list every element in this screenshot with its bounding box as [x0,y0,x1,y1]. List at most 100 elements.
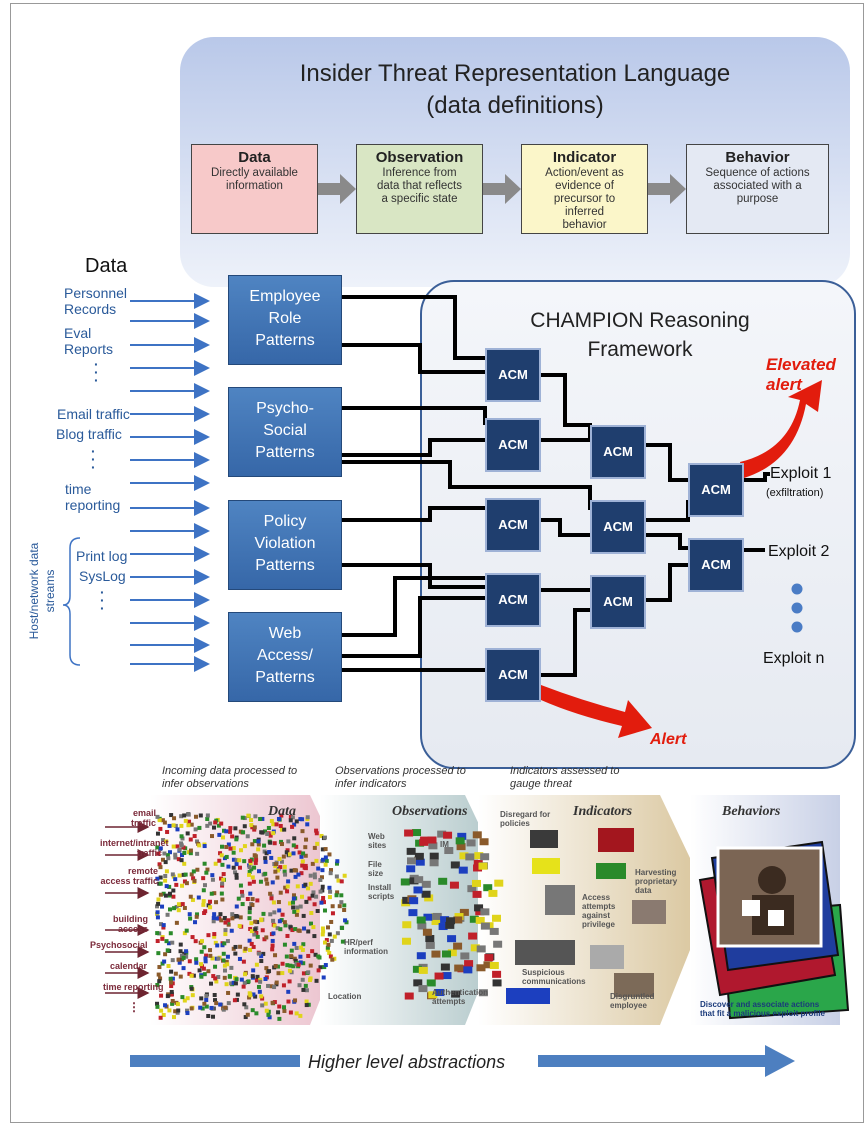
puzzle-piece [404,992,414,1000]
puzzle-piece [187,971,192,976]
puzzle-piece [255,934,260,939]
puzzle-piece [155,939,160,944]
puzzle-piece [182,931,187,936]
puzzle-piece [220,897,225,902]
puzzle-piece [290,824,295,829]
puzzle-piece [157,931,162,936]
puzzle-piece [278,865,283,870]
puzzle-piece [267,969,272,974]
puzzle-piece [286,999,291,1004]
puzzle-piece [163,952,168,957]
def-box-indicator: Indicator Action/event as evidence of pr… [521,144,648,234]
puzzle-piece [245,1012,250,1017]
puzzle-piece [239,848,244,853]
puzzle-piece [294,962,299,967]
behavior-cards [698,840,850,1020]
puzzle-piece [444,847,454,855]
puzzle-piece [288,818,293,823]
puzzle-piece [328,954,333,959]
puzzle-piece [242,859,247,864]
puzzle-piece [224,959,229,964]
puzzle-piece [301,942,306,947]
puzzle-piece [213,964,218,969]
def-box-observation: Observation Inference from data that ref… [356,144,483,234]
puzzle-piece [296,962,301,967]
pattern-policy-violation-l3: Patterns [255,557,315,574]
puzzle-piece [189,1006,194,1011]
puzzle-piece [467,885,477,893]
obs-web-sites: Web sites [368,832,387,850]
puzzle-piece [236,896,241,901]
puzzle-piece [292,868,297,873]
puzzle-piece [268,833,273,838]
puzzle-piece [247,906,252,911]
puzzle-piece [156,897,161,902]
puzzle-piece [282,1008,287,1013]
puzzle-piece [224,982,229,987]
puzzle-piece [451,990,461,998]
puzzle-piece [208,905,213,910]
puzzle-piece [269,819,274,824]
puzzle-piece [234,862,239,867]
puzzle-piece [189,822,194,827]
puzzle-piece [274,822,279,827]
puzzle-piece [178,949,183,954]
pattern-employee-role: Employee Role Patterns [228,275,342,365]
puzzle-piece [169,980,174,985]
puzzle-piece [259,959,264,964]
acm-node: ACM [590,575,646,629]
puzzle-piece [156,851,161,856]
champion-title: CHAMPION Reasoning Framework [530,309,750,361]
puzzle-piece [258,817,263,822]
puzzle-piece [158,881,163,886]
puzzle-piece [155,1001,160,1006]
puzzle-piece [191,869,196,874]
puzzle-piece [199,964,204,969]
puzzle-piece [304,988,309,993]
puzzle-piece [280,961,285,966]
acm-node: ACM [485,648,541,702]
puzzle-piece [197,825,202,830]
puzzle-piece [263,1001,268,1006]
puzzle-piece [285,848,290,853]
puzzle-piece [200,1006,205,1011]
puzzle-piece [400,878,410,886]
puzzle-piece [480,908,490,916]
puzzle-piece [322,908,327,913]
puzzle-piece [213,820,218,825]
puzzle-piece [187,912,192,917]
puzzle-piece [213,998,218,1003]
puzzle-piece [491,914,501,922]
puzzle-piece [282,869,287,874]
puzzle-piece [455,837,465,845]
puzzle-piece [297,983,302,988]
acm-node: ACM [485,348,541,402]
abstraction-bar-left [130,1055,300,1067]
puzzle-piece [259,954,264,959]
puzzle-piece [291,843,296,848]
puzzle-piece [277,1016,282,1021]
puzzle-piece [321,895,326,900]
puzzle-piece [316,968,321,973]
puzzle-piece [266,983,271,988]
puzzle-piece [248,858,253,863]
puzzle-piece [422,928,432,936]
puzzle-piece [251,992,256,997]
puzzle-piece [180,995,185,1000]
puzzle-piece [276,900,281,905]
puzzle-piece [163,893,168,898]
puzzle-piece [167,907,172,912]
puzzle-piece [493,940,503,948]
puzzle-piece [275,964,280,969]
puzzle-piece [424,894,434,902]
puzzle-piece [226,1001,231,1006]
puzzle-piece [250,842,255,847]
puzzle-piece [228,826,233,831]
puzzle-piece [176,902,181,907]
puzzle-piece [426,979,436,987]
puzzle-piece [414,852,424,860]
puzzle-piece [276,816,281,821]
puzzle-piece [270,943,275,948]
puzzle-piece [222,828,227,833]
puzzle-piece [459,852,469,860]
